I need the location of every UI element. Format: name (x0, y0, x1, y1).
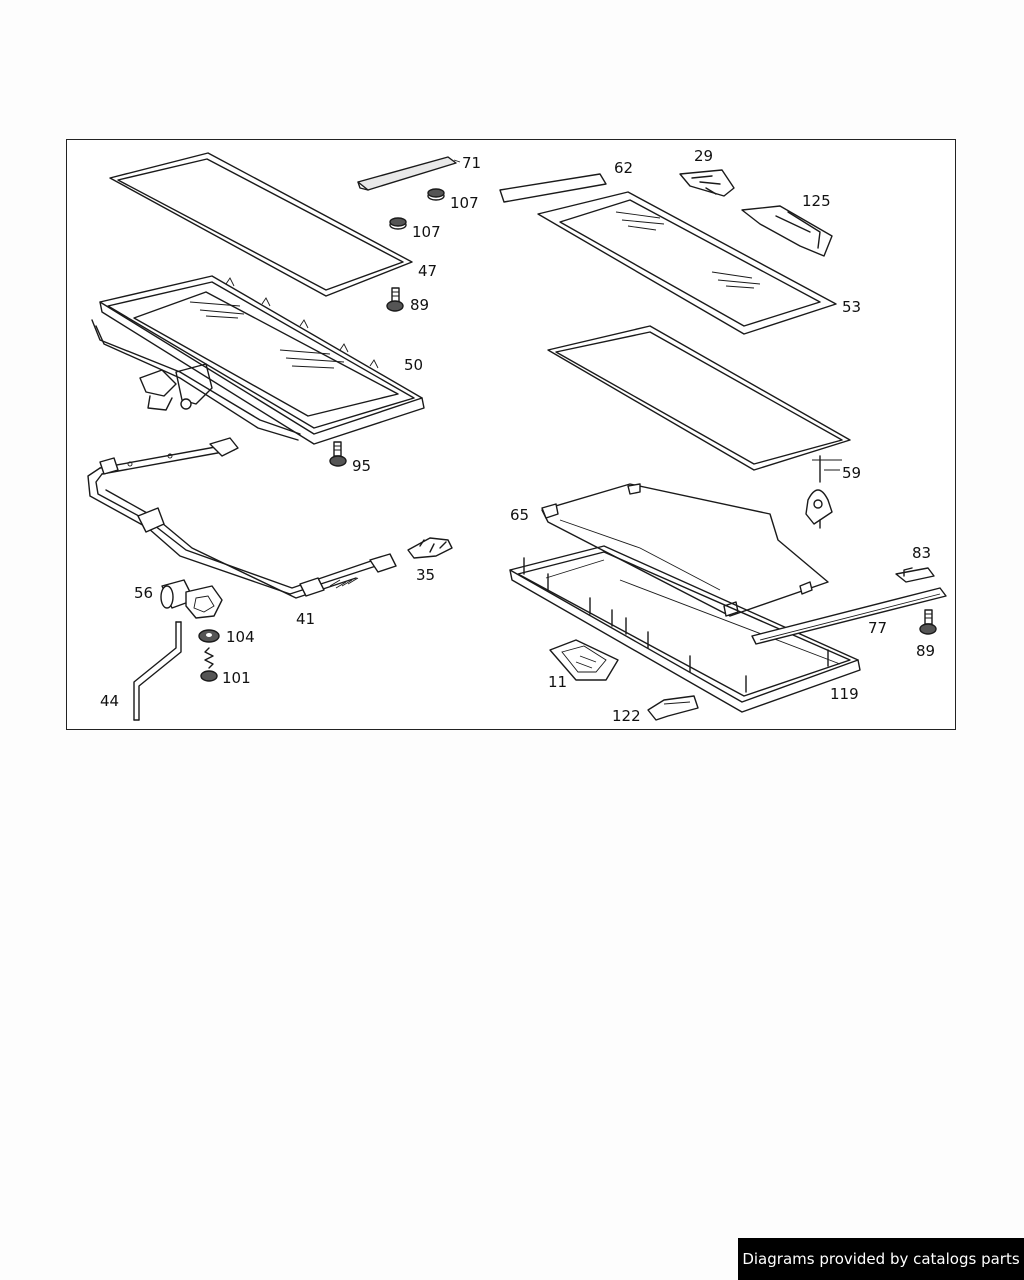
callout-101: 101 (222, 669, 251, 687)
part-89-bolt-upper (386, 287, 404, 312)
callout-59: 59 (842, 464, 861, 482)
callout-107a: 107 (450, 194, 479, 212)
part-65-headliner (541, 483, 829, 617)
callout-56: 56 (134, 584, 153, 602)
callout-11: 11 (548, 673, 567, 691)
callout-107b: 107 (412, 223, 441, 241)
part-29-bracket (679, 169, 735, 197)
part-53-glass-panel (537, 191, 837, 335)
callout-89b: 89 (916, 642, 935, 660)
part-89-bolt-lower (919, 609, 937, 635)
callout-122: 122 (612, 707, 641, 725)
part-35-slider (407, 537, 453, 559)
callout-29: 29 (694, 147, 713, 165)
part-62-strip (499, 173, 607, 203)
callout-71: 71 (462, 154, 481, 172)
part-47-seal-frame (109, 152, 413, 297)
credit-banner: Diagrams provided by catalogs parts (738, 1238, 1024, 1280)
part-125-guide (741, 205, 833, 257)
part-41-cable-assembly (87, 437, 397, 599)
part-77-rail (751, 587, 947, 645)
part-95-bolt (329, 441, 347, 467)
part-107-grommets (389, 188, 445, 230)
callout-83: 83 (912, 544, 931, 562)
part-104-washer (198, 629, 220, 643)
callout-44: 44 (100, 692, 119, 710)
part-50-roof-frame (91, 275, 425, 445)
callout-104: 104 (226, 628, 255, 646)
callout-47: 47 (418, 262, 437, 280)
callout-77: 77 (868, 619, 887, 637)
part-59-seal (547, 325, 851, 529)
callout-65: 65 (510, 506, 529, 524)
callout-89a: 89 (410, 296, 429, 314)
callout-50: 50 (404, 356, 423, 374)
callout-119: 119 (830, 685, 859, 703)
callout-35: 35 (416, 566, 435, 584)
part-119-trim-frame (509, 545, 861, 713)
part-83-clip (895, 567, 935, 583)
part-11-switch-cover (549, 639, 619, 681)
part-122-clip (647, 695, 699, 721)
callout-95: 95 (352, 457, 371, 475)
callout-41: 41 (296, 610, 315, 628)
callout-125: 125 (802, 192, 831, 210)
part-101-screw (200, 647, 218, 682)
callout-53: 53 (842, 298, 861, 316)
callout-62: 62 (614, 159, 633, 177)
part-44-crank (133, 621, 182, 721)
part-71-deflector (357, 156, 457, 191)
part-56-motor (160, 579, 223, 619)
